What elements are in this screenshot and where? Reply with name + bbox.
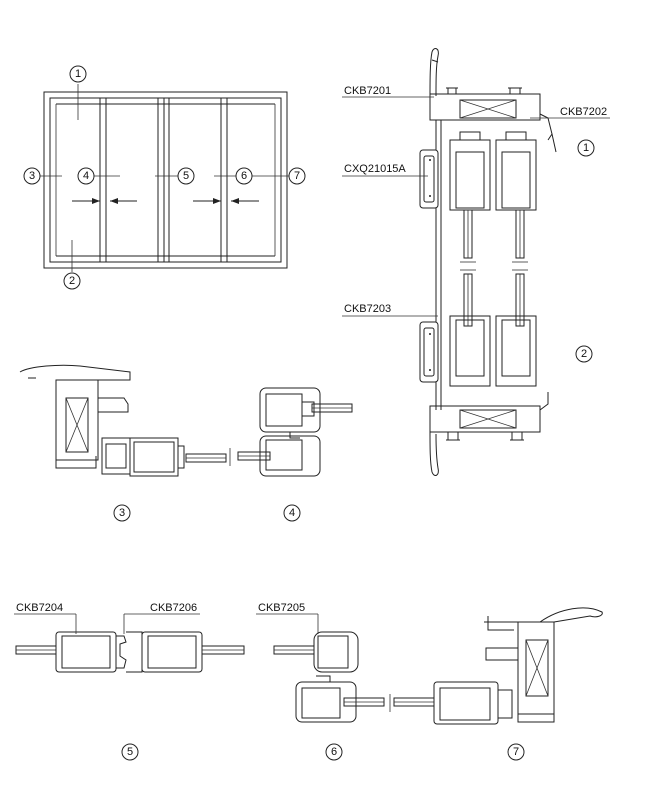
marker-text: 7 (513, 746, 519, 758)
section-5-drawing (15, 631, 245, 673)
section-3-drawing (19, 364, 227, 477)
label-text: CKB7202 (560, 106, 607, 118)
elevation-marker-3: 3 (23, 167, 41, 185)
section-marker-5: 5 (121, 743, 139, 761)
elevation-marker-6: 6 (235, 167, 253, 185)
label-cxq21015a: CXQ21015A (342, 163, 428, 177)
label-ckb7206: CKB7206 (123, 602, 200, 634)
marker-text: 5 (127, 746, 133, 758)
label-text: CXQ21015A (344, 163, 406, 175)
section-7-drawing (389, 607, 603, 725)
marker-text: 6 (331, 746, 337, 758)
section-marker-7: 7 (507, 743, 525, 761)
section-marker-6: 6 (325, 743, 343, 761)
marker-text: 6 (241, 170, 247, 182)
marker-text: 4 (83, 170, 89, 182)
label-text: CKB7204 (16, 602, 63, 614)
marker-text: 5 (183, 170, 189, 182)
label-ckb7202: CKB7202 (530, 106, 610, 119)
marker-text: 1 (75, 68, 81, 80)
marker-text: 1 (583, 142, 589, 154)
section-4-drawing (229, 387, 353, 477)
marker-text: 2 (581, 348, 587, 360)
window-elevation (40, 84, 289, 272)
label-ckb7203: CKB7203 (342, 303, 438, 317)
marker-text: 7 (294, 170, 300, 182)
elevation-marker-7: 7 (288, 167, 306, 185)
section-marker-vertical-top: 1 (577, 139, 595, 157)
label-text: CKB7205 (258, 602, 305, 614)
label-ckb7205: CKB7205 (256, 602, 319, 634)
marker-text: 3 (119, 507, 125, 519)
elevation-marker-2: 2 (63, 272, 81, 290)
elevation-marker-5: 5 (177, 167, 195, 185)
marker-text: 3 (29, 170, 35, 182)
section-marker-vertical-bottom: 2 (575, 345, 593, 363)
label-text: CKB7206 (150, 602, 197, 614)
section-6-drawing (273, 631, 385, 723)
marker-text: 4 (289, 507, 295, 519)
marker-text: 2 (69, 275, 75, 287)
vertical-section-drawing (419, 48, 557, 476)
section-marker-4: 4 (283, 504, 301, 522)
section-marker-3: 3 (113, 504, 131, 522)
elevation-marker-1: 1 (69, 65, 87, 83)
label-ckb7204: CKB7204 (14, 602, 77, 634)
label-ckb7201: CKB7201 (342, 85, 434, 98)
label-text: CKB7203 (344, 303, 391, 315)
label-text: CKB7201 (344, 85, 391, 97)
elevation-marker-4: 4 (77, 167, 95, 185)
